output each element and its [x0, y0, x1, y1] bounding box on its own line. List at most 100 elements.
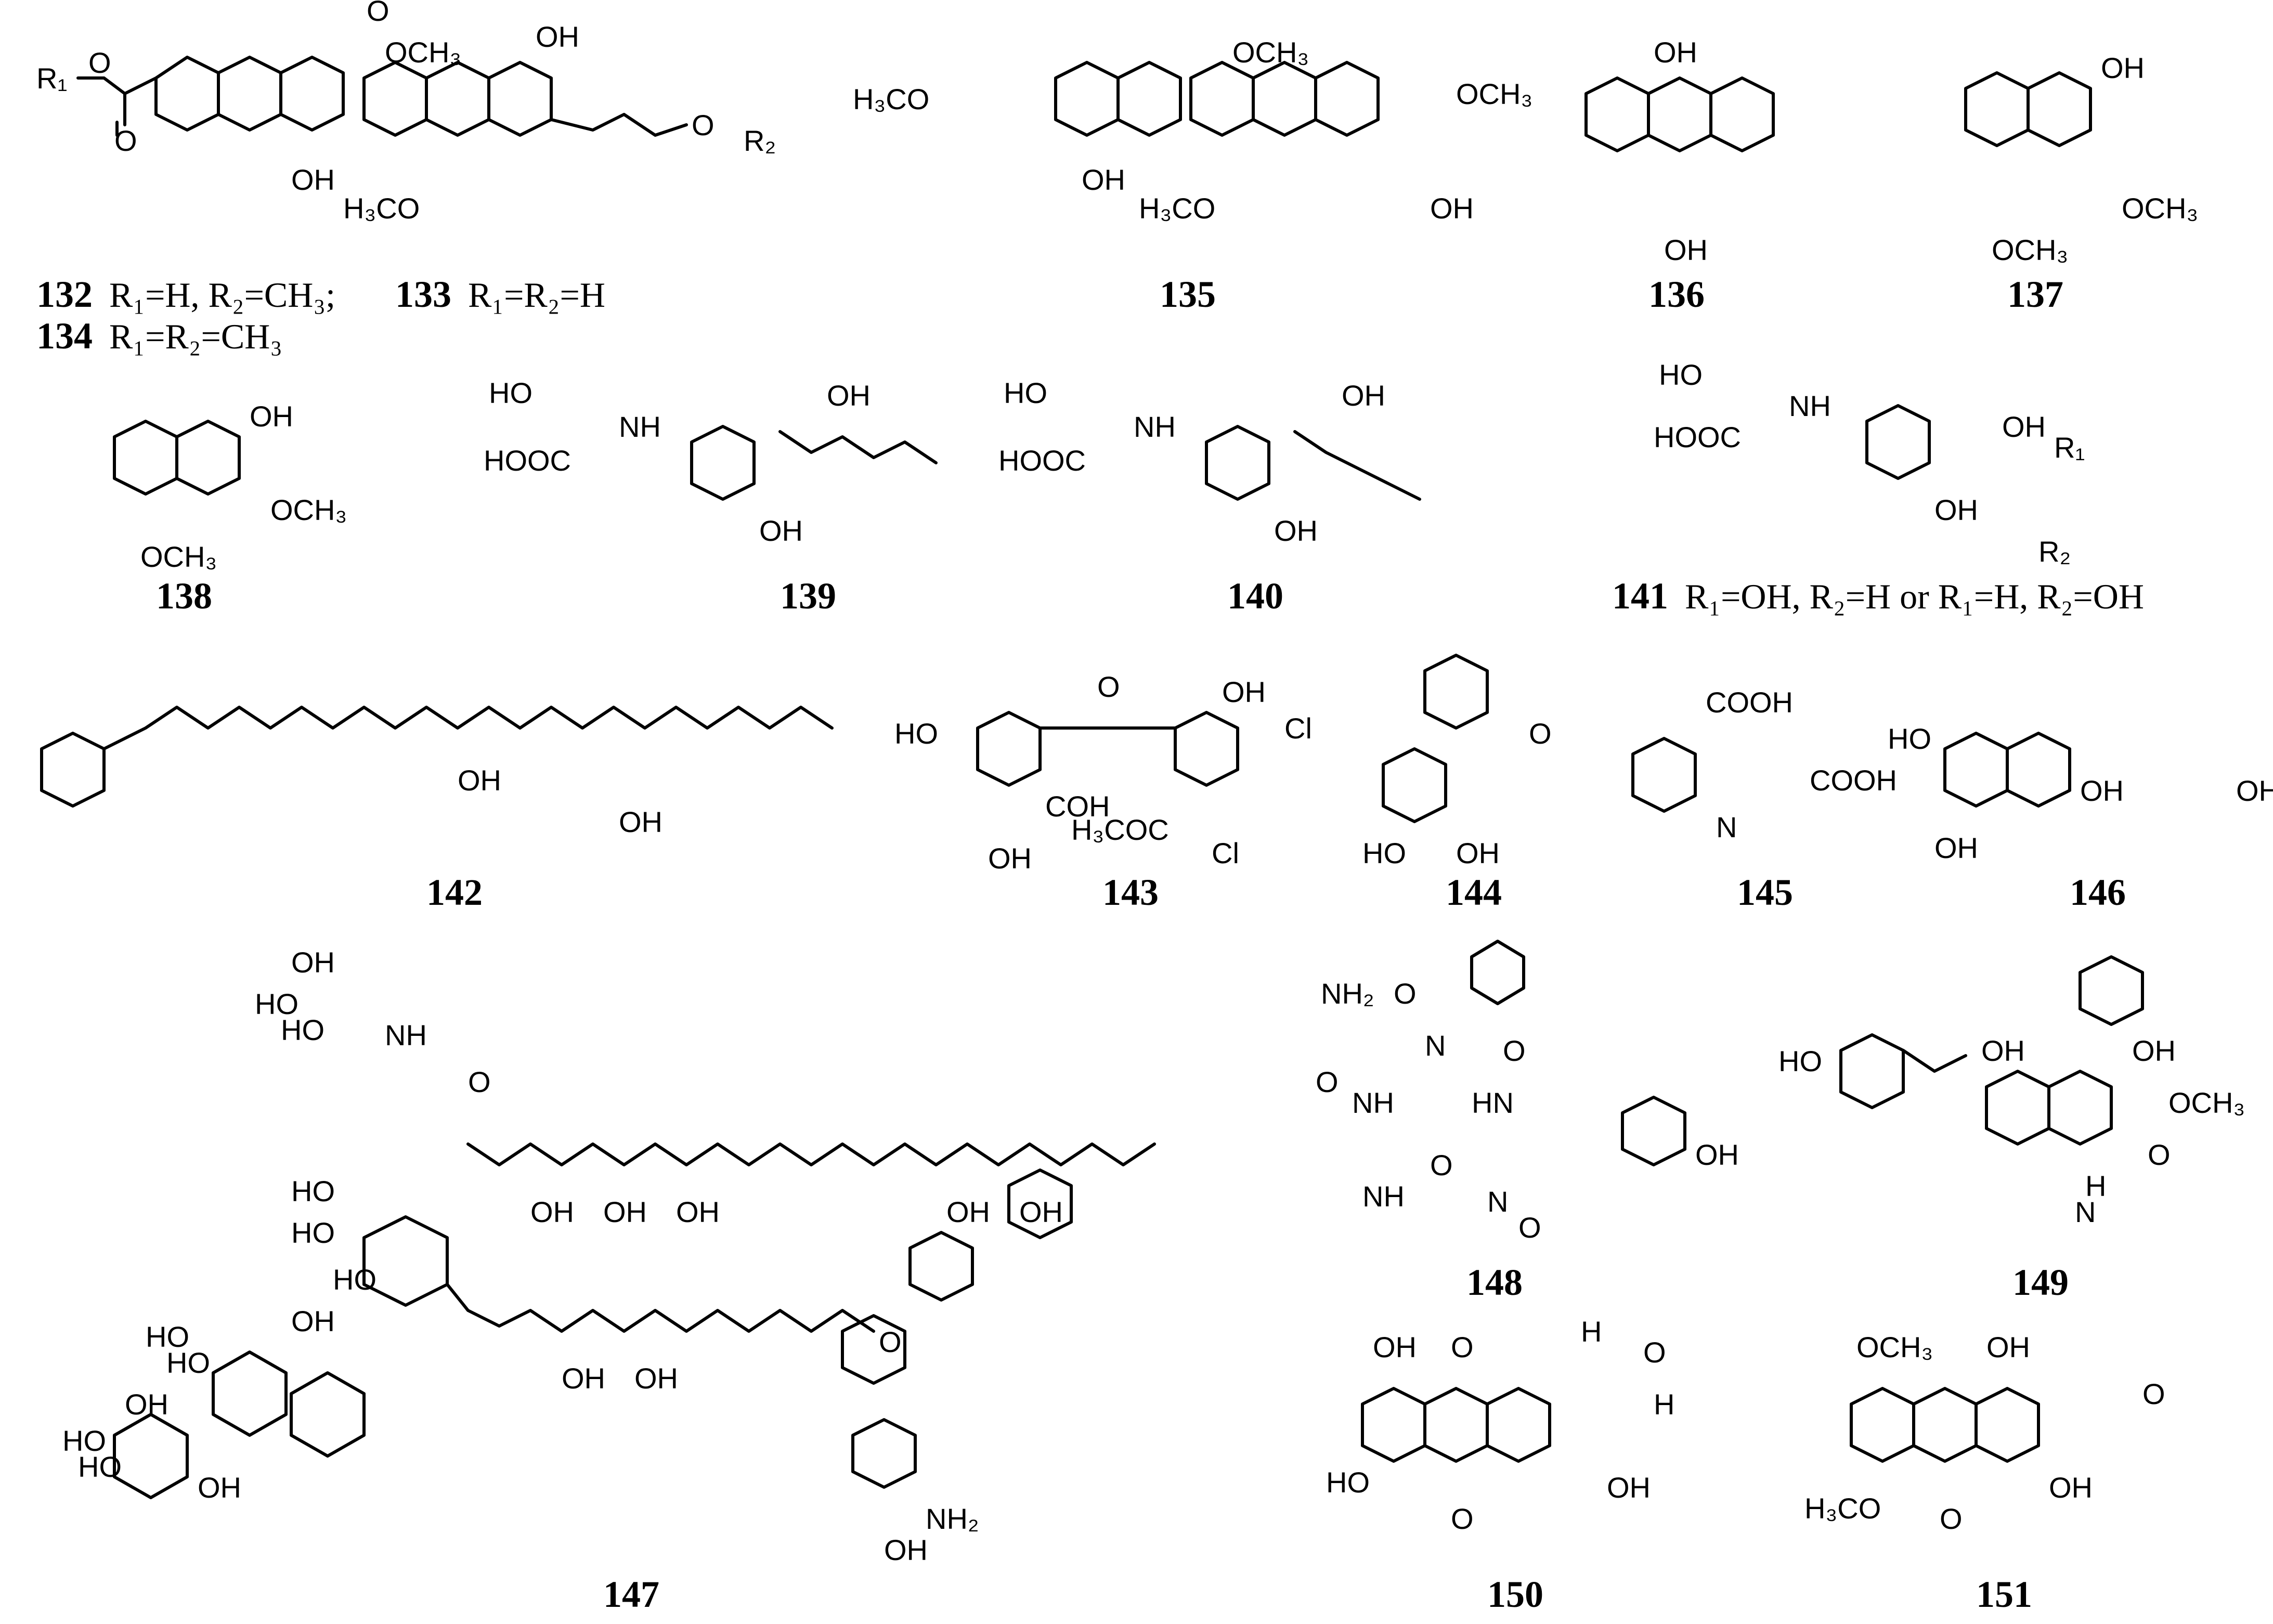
structure-148: NH₂ O O N O NH HN OH NH O N O 148	[1316, 940, 1739, 1303]
atom-label-oh: OH	[2002, 410, 2046, 443]
atom-label-ho: HO	[489, 376, 532, 409]
compound-id-137: 137	[2007, 274, 2063, 315]
structure-141: HO NH HOOC OH R₁ OH R₂ 141 R₁=OH, R₂=H o…	[1612, 358, 2144, 617]
compound-id-133: 133	[395, 274, 451, 315]
atom-label-h3coc: H₃COC	[1071, 813, 1169, 846]
atom-label-r1b: R₁	[2054, 431, 2085, 464]
atom-label-oh: OH	[2101, 51, 2145, 84]
atom-label-ho: HO	[894, 717, 938, 750]
structure-144: O HO OH 144	[1362, 654, 1552, 913]
structure-139: HO NH HOOC OH OH 139	[484, 376, 938, 617]
atom-label-oh: OH	[1986, 1331, 2030, 1363]
atom-label-ho: HO	[166, 1346, 210, 1379]
atom-label-o: O	[1430, 1149, 1453, 1181]
atom-label-h3coo: H₃CO	[853, 83, 929, 115]
atom-label-oh: OH	[1607, 1471, 1651, 1504]
atom-label-och3: OCH₃	[1856, 1331, 1933, 1363]
atom-label-oh: OH	[458, 764, 501, 797]
atom-label-ho: HO	[1659, 358, 1703, 391]
atom-label-o: O	[2142, 1378, 2165, 1410]
atom-label-oh: OH	[2236, 774, 2273, 807]
structure-146: HO OH OH OH 146	[1888, 722, 2273, 913]
atom-label-o: O	[1529, 717, 1552, 750]
atom-label-hooc: HOOC	[1654, 421, 1741, 453]
structure-150: OH O HO O OH H O H 150	[1326, 1315, 1674, 1615]
atom-label-h3co: H₃CO	[1139, 192, 1215, 225]
compound-id-135: 135	[1160, 274, 1216, 315]
atom-label-oh: OH	[1934, 493, 1978, 526]
compound-note-134: R₁=R₂=CH₃	[109, 317, 282, 356]
atom-label-oh: OH	[198, 1471, 241, 1504]
atom-label-h3co: H₃CO	[343, 192, 420, 225]
atom-label-o: O	[114, 124, 137, 157]
atom-label-ho: HO	[291, 1175, 335, 1207]
atom-label-ho: HO	[281, 1014, 324, 1046]
compound-note-132: R₁=H, R₂=CH₃;	[109, 275, 335, 315]
compound-note-141: R₁=OH, R₂=H or R₁=H, R₂=OH	[1685, 577, 2144, 616]
atom-label-o: O	[1518, 1211, 1541, 1244]
atom-label-h: H	[2085, 1170, 2106, 1202]
atom-label-och3: OCH₃	[140, 540, 217, 573]
atom-label-och3: OCH₃	[2168, 1086, 2245, 1119]
atom-label-och3: OCH₃	[2122, 192, 2198, 225]
atom-label-oh: OH	[827, 379, 871, 412]
atom-label-nh2: NH₂	[926, 1502, 979, 1535]
atom-label-nh2: NH₂	[1321, 977, 1374, 1010]
compound-id-140: 140	[1227, 575, 1283, 617]
atom-label-nh: NH	[1134, 410, 1176, 443]
atom-label-n: N	[1425, 1029, 1446, 1062]
atom-label-oh: OH	[1654, 36, 1697, 69]
atom-label-o: O	[1940, 1502, 1963, 1535]
atom-label-o: O	[1503, 1034, 1526, 1067]
atom-label-ho: HO	[1004, 376, 1047, 409]
atom-label-hn: HN	[1472, 1086, 1514, 1119]
atom-label-oh: OH	[1981, 1034, 2025, 1067]
atom-label-och3: OCH₃	[1232, 36, 1309, 69]
atom-label-oh: OH	[676, 1196, 720, 1228]
atom-label-r2: R₂	[744, 124, 776, 157]
atom-label-o: O	[879, 1326, 902, 1358]
atom-label-cooh: COOH	[1810, 764, 1897, 797]
atom-label-ho: HO	[146, 1320, 189, 1353]
atom-label-ho: HO	[291, 1216, 335, 1249]
atom-label-o: O	[367, 0, 389, 27]
compound-id-139: 139	[780, 575, 836, 617]
atom-label-n: N	[1716, 811, 1737, 843]
structure-132-134: R₁ O O O OCH₃ OH OH H₃CO O R₂ 132 R₁=H, …	[36, 0, 776, 357]
atom-label-oh: OH	[1019, 1196, 1063, 1228]
compound-id-150: 150	[1487, 1574, 1543, 1615]
structure-136: OH OH 136	[1584, 36, 1775, 315]
atom-label-ho: HO	[1326, 1466, 1370, 1499]
compound-id-149: 149	[2012, 1262, 2069, 1303]
atom-label-o: O	[1097, 670, 1120, 703]
atom-label-oh: OH	[291, 946, 335, 979]
atom-label-oh: OH	[291, 1305, 335, 1337]
compound-id-148: 148	[1466, 1262, 1523, 1303]
compound-id-138: 138	[156, 575, 212, 617]
atom-label-oh: OH	[536, 20, 579, 53]
structure-151: OCH₃ OH O H₃CO O OH 151	[1804, 1331, 2165, 1615]
atom-label-nh: NH	[1789, 389, 1831, 422]
atom-label-o: O	[1643, 1336, 1666, 1369]
atom-label-oh: OH	[1456, 837, 1500, 869]
atom-label-r2b: R₂	[2038, 535, 2071, 568]
atom-label-ho: HO	[62, 1424, 106, 1457]
atom-label-oh: OH	[562, 1362, 605, 1395]
atom-label-oh: OH	[1373, 1331, 1417, 1363]
atom-label-o: O	[2148, 1138, 2171, 1171]
structure-149: HO OH OH OCH₃ O H N 149	[1778, 955, 2245, 1303]
compound-id-143: 143	[1102, 872, 1159, 913]
compound-id-136: 136	[1648, 274, 1705, 315]
atom-label-oh: OH	[1934, 832, 1978, 864]
atom-label-cl: Cl	[1284, 712, 1312, 745]
compound-id-144: 144	[1446, 872, 1502, 913]
structure-142: OH OH 142	[40, 706, 834, 913]
atom-label-oh: OH	[946, 1196, 990, 1228]
atom-label-ho: HO	[1362, 837, 1406, 869]
atom-label-o: O	[1394, 977, 1417, 1010]
compound-id-151: 151	[1976, 1574, 2032, 1615]
atom-label-nh: NH	[385, 1019, 427, 1051]
compound-note-133: R₁=R₂=H	[468, 275, 605, 315]
atom-label-nh: NH	[1362, 1180, 1405, 1213]
